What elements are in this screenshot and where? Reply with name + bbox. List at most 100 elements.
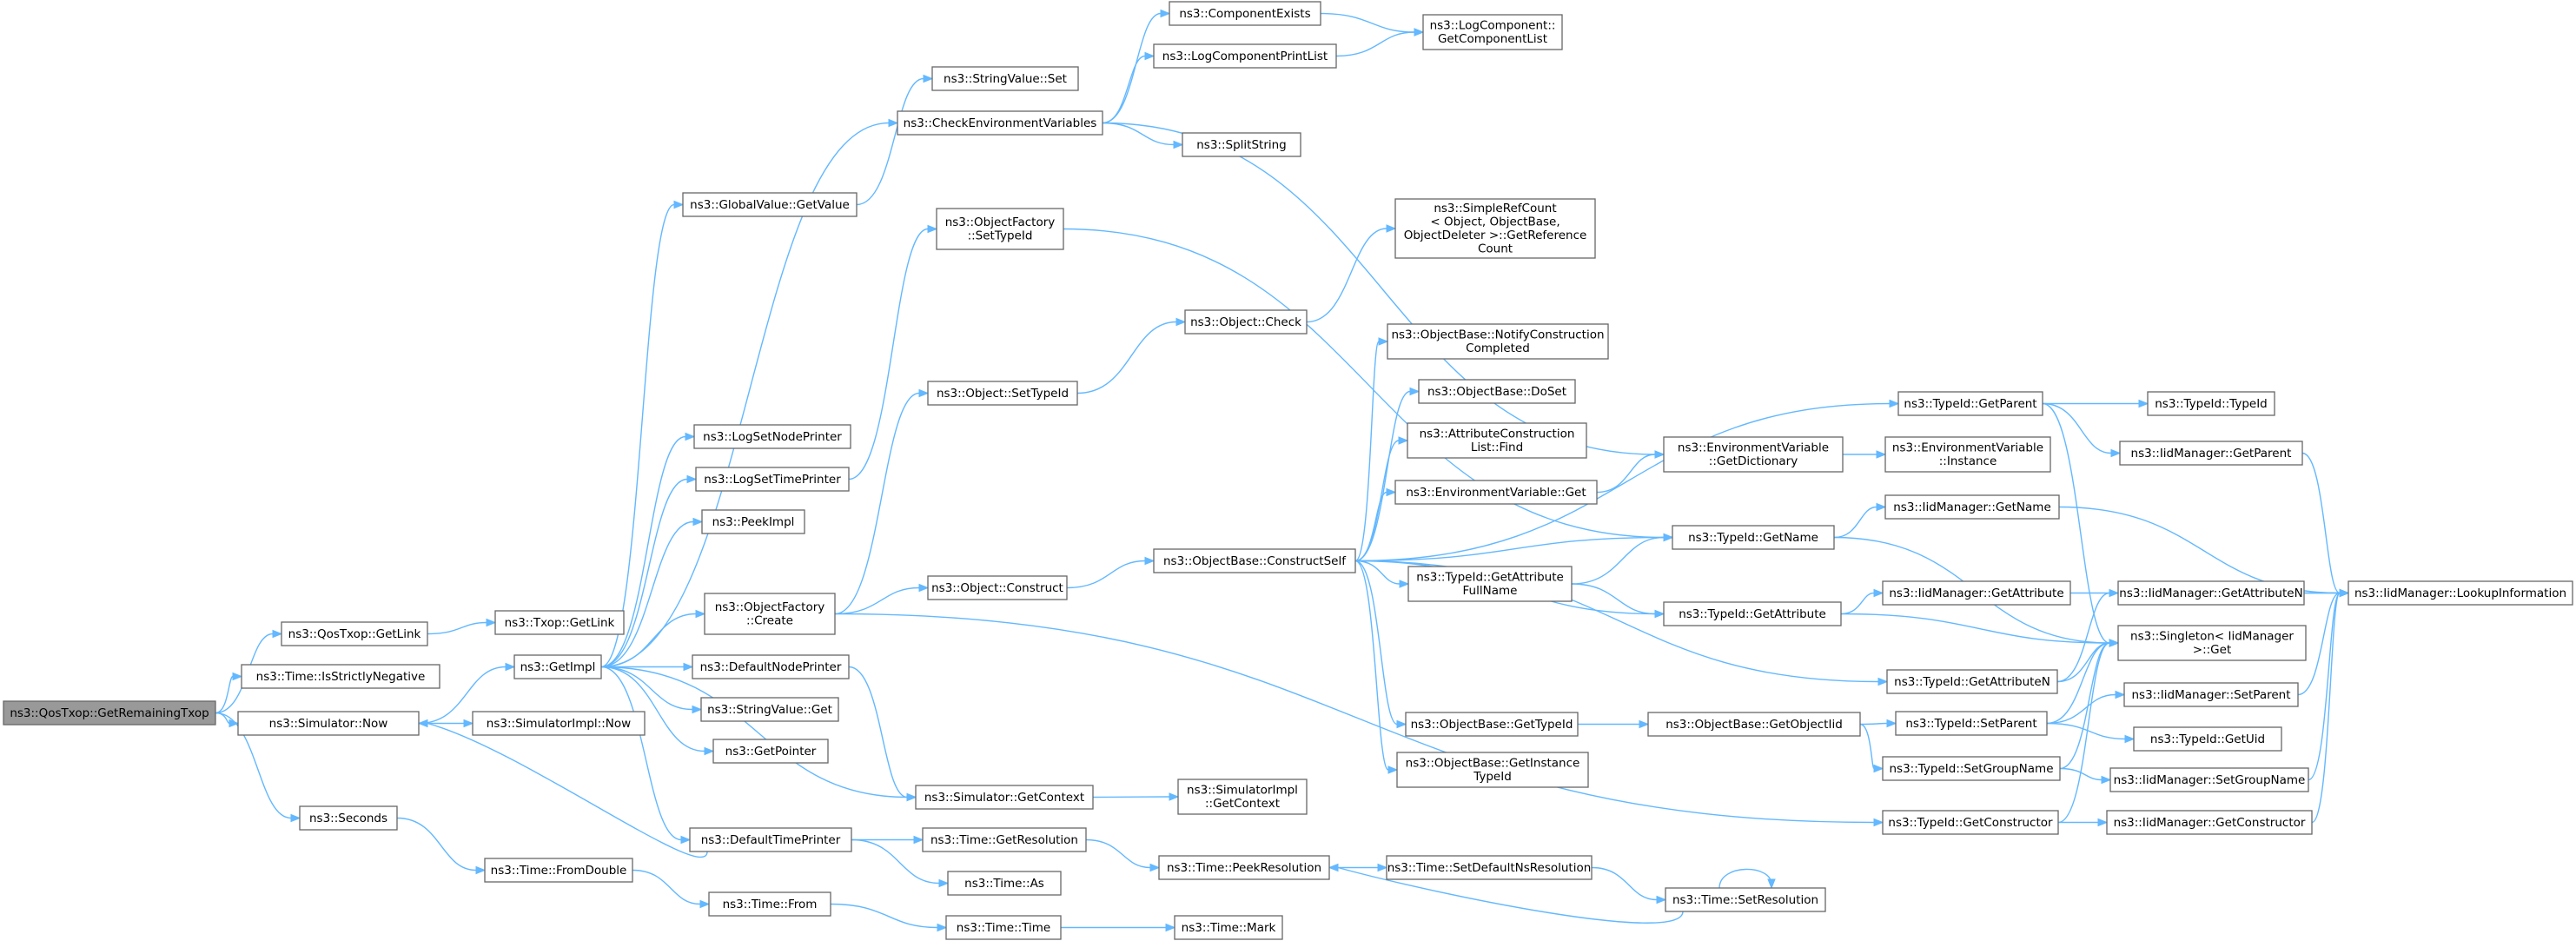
- node-obj_construct[interactable]: ns3::Object::Construct: [927, 575, 1068, 600]
- node-singleton_get[interactable]: ns3::Singleton< IidManager>::Get: [2117, 625, 2307, 661]
- arrow-head: [923, 74, 934, 83]
- node-txop_getlink[interactable]: ns3::Txop::GetLink: [494, 610, 625, 635]
- node-seconds[interactable]: ns3::Seconds: [299, 805, 398, 831]
- arrow-head: [704, 746, 715, 756]
- node-splitstring[interactable]: ns3::SplitString: [1182, 132, 1301, 157]
- node-time_time[interactable]: ns3::Time::Time: [945, 915, 1062, 940]
- call-edge: [1354, 560, 1398, 726]
- node-sim_getcontext[interactable]: ns3::Simulator::GetContext: [915, 785, 1094, 810]
- node-iid_getparent[interactable]: ns3::IidManager::GetParent: [2119, 441, 2303, 466]
- node-tid_getattrn[interactable]: ns3::TypeId::GetAttributeN: [1886, 669, 2058, 694]
- node-setresolution[interactable]: ns3::Time::SetResolution: [1665, 887, 1826, 912]
- node-simimpl_now[interactable]: ns3::SimulatorImpl::Now: [472, 711, 646, 736]
- node-checkenv[interactable]: ns3::CheckEnvironmentVariables: [897, 110, 1103, 136]
- node-sv_get[interactable]: ns3::StringValue::Get: [700, 697, 839, 722]
- node-deftimeprinter[interactable]: ns3::DefaultTimePrinter: [689, 827, 852, 852]
- call-edge: [1354, 536, 1665, 562]
- node-tid_setparent[interactable]: ns3::TypeId::SetParent: [1895, 711, 2048, 736]
- node-getcomplist[interactable]: ns3::LogComponent::GetComponentList: [1422, 14, 1563, 50]
- call-edge: [1085, 838, 1151, 869]
- node-box: [2106, 810, 2313, 835]
- node-label: TypeId: [1473, 770, 1512, 784]
- node-tid_getname[interactable]: ns3::TypeId::GetName: [1672, 525, 1835, 550]
- node-getpointer[interactable]: ns3::GetPointer: [712, 739, 829, 764]
- node-box: [1882, 810, 2059, 835]
- node-envvar_get[interactable]: ns3::EnvironmentVariable::Get: [1394, 480, 1598, 505]
- arrow-head: [1873, 818, 1884, 827]
- node-of_create[interactable]: ns3::ObjectFactory::Create: [704, 593, 836, 635]
- node-iid_setparent[interactable]: ns3::IidManager::SetParent: [2123, 682, 2299, 707]
- node-tid_getparent[interactable]: ns3::TypeId::GetParent: [1897, 391, 2043, 416]
- node-simimpl_getcontext[interactable]: ns3::SimulatorImpl::GetContext: [1177, 779, 1308, 815]
- node-strictneg[interactable]: ns3::Time::IsStrictlyNegative: [241, 664, 440, 689]
- node-logsetnode[interactable]: ns3::LogSetNodePrinter: [693, 424, 851, 449]
- call-edge: [848, 666, 908, 799]
- node-envvar_getdict[interactable]: ns3::EnvironmentVariable::GetDictionary: [1663, 436, 1844, 473]
- node-tid_getattr[interactable]: ns3::TypeId::GetAttribute: [1663, 601, 1842, 626]
- call-edge: [1840, 613, 2110, 644]
- arrow-head: [1169, 792, 1180, 801]
- node-iid_getconstr[interactable]: ns3::IidManager::GetConstructor: [2106, 810, 2313, 835]
- node-sv_set[interactable]: ns3::StringValue::Set: [931, 66, 1079, 91]
- arrow-head: [1639, 719, 1650, 729]
- node-logsettime[interactable]: ns3::LogSetTimePrinter: [695, 467, 850, 492]
- node-peekimpl[interactable]: ns3::PeekImpl: [701, 509, 805, 534]
- node-box: [1394, 198, 1596, 259]
- node-setdefaultns[interactable]: ns3::Time::SetDefaultNsResolution: [1386, 855, 1593, 880]
- node-box: [927, 575, 1068, 600]
- node-notifyconstr[interactable]: ns3::ObjectBase::NotifyConstructionCompl…: [1387, 323, 1609, 360]
- node-time_as[interactable]: ns3::Time::As: [947, 871, 1062, 896]
- node-simplerefcount[interactable]: ns3::SimpleRefCount< Object, ObjectBase,…: [1394, 198, 1596, 259]
- node-label: ns3::Object::SetTypeId: [937, 387, 1069, 401]
- node-gv_getvalue[interactable]: ns3::GlobalValue::GetValue: [682, 192, 858, 217]
- node-box: [1169, 1, 1321, 26]
- node-iid_getattrn[interactable]: ns3::IidManager::GetAttributeN: [2117, 580, 2305, 606]
- node-box: [1897, 391, 2043, 416]
- node-tid_setgroup[interactable]: ns3::TypeId::SetGroupName: [1882, 756, 2061, 781]
- node-fromdouble[interactable]: ns3::Time::FromDouble: [484, 858, 633, 883]
- node-iid_getname[interactable]: ns3::IidManager::GetName: [1884, 494, 2060, 520]
- node-iid_getattr[interactable]: ns3::IidManager::GetAttribute: [1882, 580, 2071, 606]
- node-logcompprint[interactable]: ns3::LogComponentPrintList: [1153, 43, 1337, 69]
- node-label: ::Instance: [1939, 454, 1997, 468]
- node-iid_setgroup[interactable]: ns3::IidManager::SetGroupName: [2109, 767, 2309, 792]
- arrow-head: [1175, 317, 1187, 327]
- node-sim_now[interactable]: ns3::Simulator::Now: [237, 711, 420, 736]
- arrow-head: [417, 719, 428, 728]
- node-iid_lookup[interactable]: ns3::IidManager::LookupInformation: [2348, 580, 2573, 606]
- node-getimpl[interactable]: ns3::GetImpl: [513, 654, 602, 679]
- node-box: [701, 509, 805, 534]
- node-tid_getconstr[interactable]: ns3::TypeId::GetConstructor: [1882, 810, 2059, 835]
- arrow-head: [1654, 609, 1665, 619]
- node-obj_check[interactable]: ns3::Object::Check: [1184, 309, 1308, 335]
- node-ob_getobjtid[interactable]: ns3::ObjectBase::GetObjectIid: [1647, 712, 1861, 737]
- node-time_from[interactable]: ns3::Time::From: [708, 891, 831, 917]
- node-label: ns3::EnvironmentVariable: [1892, 441, 2043, 455]
- node-box: [299, 805, 398, 831]
- node-ob_gettypeid[interactable]: ns3::ObjectBase::GetTypeId: [1405, 712, 1579, 737]
- node-getresolution[interactable]: ns3::Time::GetResolution: [922, 827, 1087, 852]
- node-qos_getlink[interactable]: ns3::QosTxop::GetLink: [281, 621, 428, 646]
- node-envvar_instance[interactable]: ns3::EnvironmentVariable::Instance: [1884, 436, 2051, 473]
- node-time_mark[interactable]: ns3::Time::Mark: [1174, 915, 1283, 940]
- call-edge: [1596, 454, 1656, 494]
- node-box: [1422, 14, 1563, 50]
- node-box: [704, 593, 836, 635]
- node-peekresolution[interactable]: ns3::Time::PeekResolution: [1158, 855, 1330, 880]
- node-tid_typeid[interactable]: ns3::TypeId::TypeId: [2147, 391, 2275, 416]
- node-constructself[interactable]: ns3::ObjectBase::ConstructSelf: [1153, 548, 1356, 573]
- node-defnodeprinter[interactable]: ns3::DefaultNodePrinter: [692, 654, 850, 679]
- node-obj_settypeid[interactable]: ns3::Object::SetTypeId: [927, 381, 1078, 406]
- arrow-head: [232, 672, 243, 681]
- node-root[interactable]: ns3::QosTxop::GetRemainingTxop: [3, 700, 216, 726]
- node-ob_doset[interactable]: ns3::ObjectBase::DoSet: [1418, 379, 1576, 404]
- node-tid_getuid[interactable]: ns3::TypeId::GetUid: [2133, 726, 2282, 752]
- arrow-head: [1144, 556, 1156, 566]
- node-of_settypeid[interactable]: ns3::ObjectFactory::SetTypeId: [936, 208, 1064, 250]
- node-compexists[interactable]: ns3::ComponentExists: [1169, 1, 1321, 26]
- arrow-head: [918, 388, 930, 398]
- node-box: [484, 858, 633, 883]
